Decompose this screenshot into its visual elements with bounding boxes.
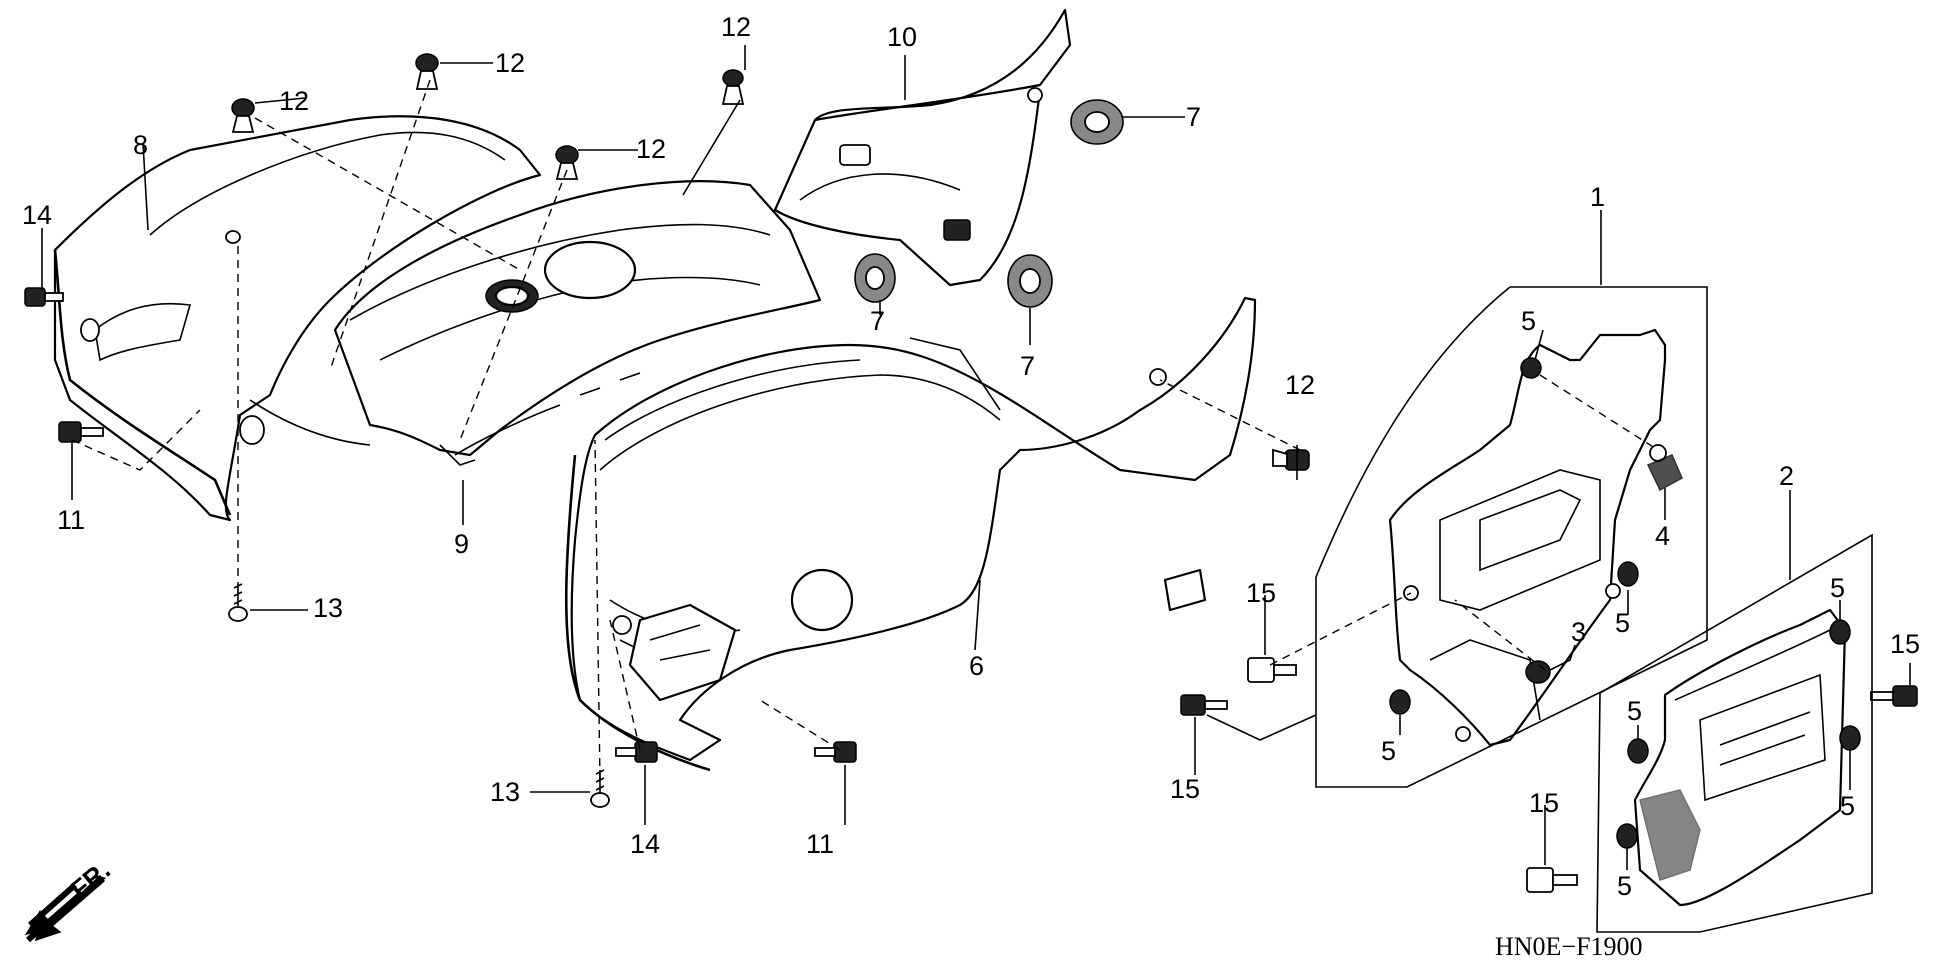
callout-15: 15 (1170, 774, 1200, 804)
cover-part-1 (1388, 328, 1667, 747)
pad-hardware-4 (1646, 454, 1683, 492)
callout-12: 12 (279, 86, 309, 116)
callout-1: 1 (1590, 182, 1605, 212)
cover-part-2 (1633, 608, 1847, 907)
callout-5: 5 (1830, 573, 1845, 603)
callout-7: 7 (1020, 351, 1035, 381)
callout-4: 4 (1655, 521, 1670, 551)
callout-labels: 1 2 3 4 5 5 5 5 5 5 5 6 7 7 7 8 9 10 11 … (22, 12, 1920, 901)
callout-2: 2 (1779, 461, 1794, 491)
callout-7: 7 (870, 306, 885, 336)
front-direction-arrow-icon (25, 874, 106, 943)
callout-10: 10 (887, 22, 917, 52)
callout-12: 12 (721, 12, 751, 42)
dashed-assembly-lines (71, 79, 1659, 781)
callout-5: 5 (1627, 696, 1642, 726)
callout-14: 14 (22, 200, 52, 230)
callout-13: 13 (313, 593, 343, 623)
center-fender-part-9 (333, 180, 822, 466)
callout-15: 15 (1246, 578, 1276, 608)
callout-8: 8 (133, 130, 148, 160)
assembly-box-part-2 (1596, 533, 1873, 933)
callout-5: 5 (1521, 306, 1536, 336)
callout-9: 9 (454, 529, 469, 559)
screw-hardware-13 (228, 583, 610, 808)
grommet-hardware-7 (854, 99, 1124, 308)
callout-3: 3 (1571, 617, 1586, 647)
callout-15: 15 (1890, 629, 1920, 659)
rear-fender-part-8 (53, 115, 542, 522)
callout-11: 11 (806, 829, 834, 859)
callout-14: 14 (630, 829, 660, 859)
diagram-code: HN0E−F1900 (1495, 932, 1643, 961)
callout-5: 5 (1615, 608, 1630, 638)
callout-11: 11 (57, 505, 85, 535)
front-direction-label: FR. (65, 855, 116, 905)
callout-12: 12 (495, 48, 525, 78)
nut-hardware-3 (1525, 660, 1551, 684)
callout-5: 5 (1840, 791, 1855, 821)
callout-12: 12 (636, 134, 666, 164)
callout-5: 5 (1617, 871, 1632, 901)
clip-hardware-12 (231, 53, 1310, 471)
callout-13: 13 (490, 777, 520, 807)
callout-15: 15 (1529, 788, 1559, 818)
bolt-hardware (24, 287, 1918, 893)
callout-6: 6 (969, 651, 984, 681)
front-fender-part-6 (564, 296, 1257, 772)
side-panel-part-10 (773, 8, 1072, 287)
callout-7: 7 (1186, 102, 1201, 132)
assembly-box-part-1 (1206, 286, 1708, 788)
nut-hardware-5 (1389, 357, 1861, 849)
callout-5: 5 (1381, 736, 1396, 766)
leader-lines (41, 45, 1911, 870)
callout-12: 12 (1285, 370, 1315, 400)
